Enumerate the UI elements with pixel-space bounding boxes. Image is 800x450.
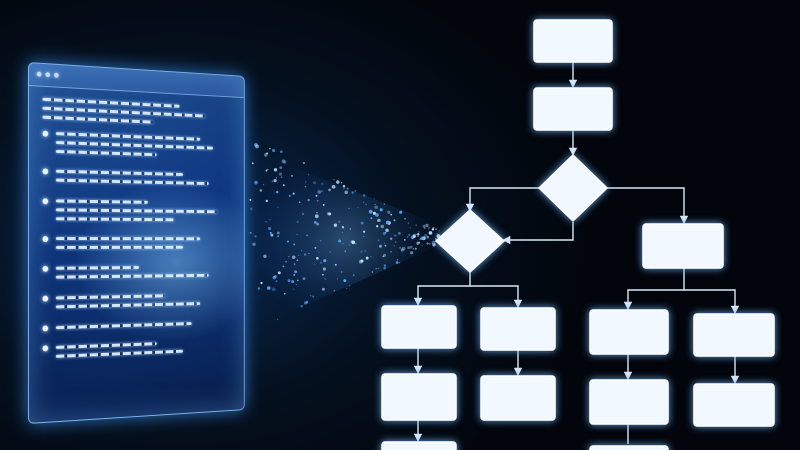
process-node bbox=[693, 383, 775, 427]
process-node bbox=[589, 309, 669, 355]
process-node bbox=[642, 223, 724, 269]
connector-arrow bbox=[470, 285, 523, 309]
process-node bbox=[381, 305, 457, 349]
process-node bbox=[589, 379, 669, 425]
connector-arrow bbox=[501, 222, 574, 245]
process-node bbox=[533, 87, 613, 131]
connector-arrow bbox=[684, 289, 740, 315]
connector-arrow bbox=[465, 187, 540, 213]
process-node bbox=[381, 441, 457, 450]
decision-node bbox=[434, 208, 506, 274]
process-node bbox=[480, 375, 556, 421]
connector-arrow bbox=[623, 268, 685, 311]
process-node bbox=[381, 373, 457, 421]
connector-group bbox=[413, 62, 740, 444]
process-node bbox=[533, 19, 613, 63]
connector-arrow bbox=[606, 187, 689, 225]
process-node bbox=[693, 313, 775, 357]
decision-node bbox=[537, 153, 609, 223]
process-node bbox=[589, 445, 669, 450]
connector-arrow bbox=[413, 272, 471, 307]
process-node bbox=[480, 307, 556, 351]
